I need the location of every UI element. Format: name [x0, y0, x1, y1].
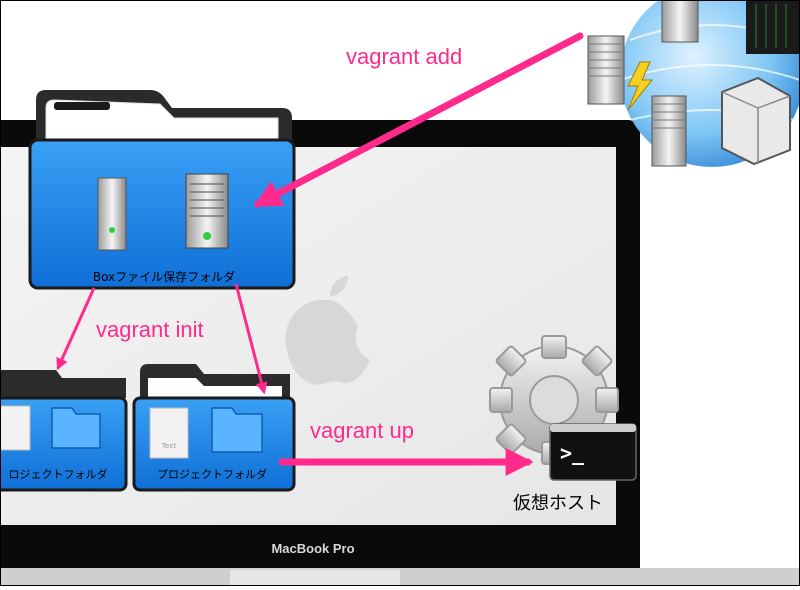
terminal-icon: >_	[549, 423, 637, 481]
globe-servers-icon	[587, 0, 800, 167]
document-text: Text	[161, 442, 176, 450]
virtual-host-icon: >_ 仮想ホスト	[489, 335, 637, 514]
folder-icon	[211, 407, 263, 453]
vagrant-add-label: vagrant add	[346, 44, 462, 69]
vagrant-init-arrow-right	[234, 283, 268, 395]
folder-icon	[51, 407, 101, 449]
vagrant-init-label: vagrant init	[96, 317, 204, 342]
virtual-host-label: 仮想ホスト	[513, 493, 603, 514]
apple-logo-icon	[285, 276, 370, 385]
project-folder-right-icon: Text プロジェクトフォルダ	[132, 364, 296, 492]
box-folder-label: Boxファイル保存フォルダ	[93, 269, 235, 284]
vagrant-init-arrow-left	[56, 287, 96, 371]
project-folder-left-label: ロジェクトフォルダ	[9, 467, 108, 481]
project-folder-right-label: プロジェクトフォルダ	[157, 467, 267, 481]
project-folder-left-icon: ロジェクトフォルダ	[0, 370, 128, 492]
laptop-brand-label: MacBook Pro	[271, 541, 354, 556]
document-icon	[149, 407, 189, 459]
document-icon	[0, 405, 31, 451]
vagrant-add-arrow	[253, 32, 584, 208]
vagrant-up-label: vagrant up	[310, 418, 414, 443]
arrows	[56, 32, 584, 476]
box-folder-icon: Boxファイル保存フォルダ	[28, 90, 296, 290]
svg-text:>_: >_	[560, 441, 585, 465]
